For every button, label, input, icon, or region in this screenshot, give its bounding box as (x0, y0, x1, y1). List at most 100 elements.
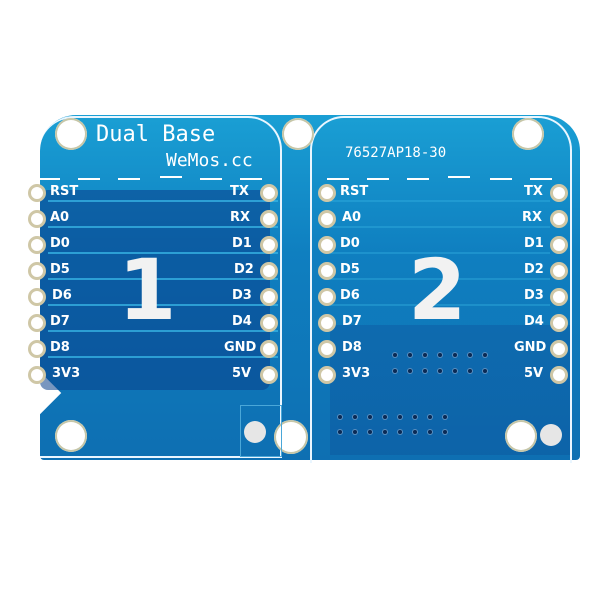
via (413, 415, 417, 419)
pin-pad (550, 184, 568, 202)
pin-label-5v: 5V (232, 366, 252, 381)
pin-pad (318, 184, 336, 202)
module-2-outline (310, 116, 572, 463)
square-pad-outline (240, 405, 282, 457)
pin-pad (260, 184, 278, 202)
pin-label-d7: D7 (50, 314, 70, 329)
pin-label-rx: RX (522, 210, 543, 225)
module-number-2: 2 (408, 241, 467, 339)
pin-pad (550, 236, 568, 254)
via (483, 353, 487, 357)
pin-label-d7: D7 (342, 314, 362, 329)
trace (48, 330, 278, 332)
pin-label-a0: A0 (342, 210, 362, 225)
pin-label-rx: RX (230, 210, 251, 225)
module-number-1: 1 (118, 241, 177, 339)
extra-pad (540, 424, 562, 446)
pin-pad (550, 366, 568, 384)
via (338, 430, 342, 434)
silk-dash (490, 178, 512, 180)
pin-pad (318, 366, 336, 384)
pin-pad (28, 236, 46, 254)
via (453, 369, 457, 373)
mounting-hole (512, 118, 544, 150)
via (468, 353, 472, 357)
pin-label-d4: D4 (524, 314, 544, 329)
silk-dash (530, 178, 552, 180)
trace (48, 200, 278, 202)
via (453, 353, 457, 357)
pin-label-d6: D6 (340, 288, 360, 303)
pin-pad (28, 262, 46, 280)
pin-pad (318, 210, 336, 228)
via (428, 430, 432, 434)
trace (330, 278, 550, 280)
pin-pad (28, 366, 46, 384)
pin-label-5v: 5V (524, 366, 544, 381)
board-subtitle: WeMos.cc (166, 150, 253, 171)
trace (330, 252, 550, 254)
via (483, 369, 487, 373)
pin-label-a0: A0 (50, 210, 70, 225)
via (353, 430, 357, 434)
silk-dash (240, 178, 262, 180)
via (383, 415, 387, 419)
via (338, 415, 342, 419)
pin-pad (550, 314, 568, 332)
pin-label-tx: TX (524, 184, 543, 199)
silk-dash (448, 176, 470, 178)
pin-label-tx: TX (230, 184, 249, 199)
mounting-hole (55, 118, 87, 150)
silk-dash (367, 178, 389, 180)
mounting-hole (274, 420, 308, 454)
pin-label-d4: D4 (232, 314, 252, 329)
pin-pad (550, 288, 568, 306)
pin-label-rst: RST (340, 184, 369, 199)
via (398, 430, 402, 434)
via (353, 415, 357, 419)
mounting-hole (55, 420, 87, 452)
via (408, 353, 412, 357)
trace (48, 304, 278, 306)
pin-label-3v3: 3V3 (342, 366, 371, 381)
silk-dash (160, 176, 182, 178)
via (408, 369, 412, 373)
silk-dash (200, 178, 222, 180)
pin-label-d0: D0 (340, 236, 360, 251)
pin-label-d2: D2 (524, 262, 544, 277)
silk-dash (118, 178, 140, 180)
pin-pad (318, 236, 336, 254)
mounting-hole (505, 420, 537, 452)
board-title: Dual Base (96, 122, 216, 147)
pin-label-d3: D3 (524, 288, 544, 303)
via (393, 369, 397, 373)
pin-pad (550, 210, 568, 228)
via (468, 369, 472, 373)
pin-label-d0: D0 (50, 236, 70, 251)
pin-pad (28, 314, 46, 332)
trace (48, 356, 278, 358)
pin-label-gnd: GND (514, 340, 547, 355)
via (423, 369, 427, 373)
pin-pad (260, 262, 278, 280)
silk-dash (78, 178, 100, 180)
pin-pad (260, 314, 278, 332)
pin-pad (550, 262, 568, 280)
silk-dash (327, 178, 349, 180)
pin-label-3v3: 3V3 (52, 366, 81, 381)
pin-label-d8: D8 (50, 340, 70, 355)
pin-pad (260, 210, 278, 228)
pin-pad (318, 262, 336, 280)
pin-pad (318, 288, 336, 306)
trace (48, 226, 278, 228)
pin-label-d3: D3 (232, 288, 252, 303)
pin-pad (260, 288, 278, 306)
board-code: 76527AP18-30 (345, 145, 447, 161)
pin-pad (260, 340, 278, 358)
pin-label-d5: D5 (340, 262, 360, 277)
via (443, 430, 447, 434)
pin-pad (318, 314, 336, 332)
pin-label-d1: D1 (524, 236, 544, 251)
pin-label-d8: D8 (342, 340, 362, 355)
